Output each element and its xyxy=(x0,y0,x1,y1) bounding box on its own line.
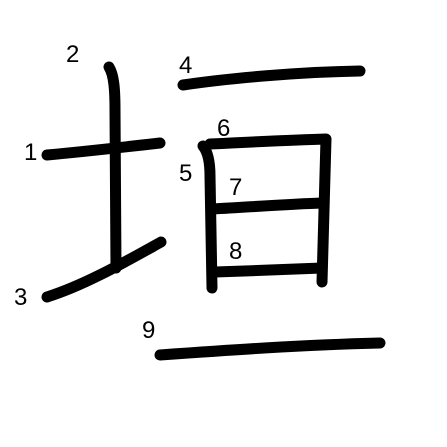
stroke-number-6: 6 xyxy=(217,115,230,142)
stroke-6 xyxy=(204,133,332,288)
stroke-9 xyxy=(154,337,386,361)
stroke-5 xyxy=(197,140,218,294)
stroke-3 xyxy=(41,236,167,303)
stroke-number-5: 5 xyxy=(179,160,192,187)
stroke-number-3: 3 xyxy=(14,284,27,311)
stroke-1 xyxy=(41,137,166,161)
stroke-7 xyxy=(207,197,328,215)
stroke-number-9: 9 xyxy=(142,317,155,344)
stroke-2 xyxy=(103,61,122,274)
stroke-number-2: 2 xyxy=(66,41,79,68)
stroke-8 xyxy=(209,262,328,278)
stroke-number-8: 8 xyxy=(229,238,242,265)
stroke-number-7: 7 xyxy=(229,174,242,201)
stroke-number-1: 1 xyxy=(24,139,37,166)
stroke-4 xyxy=(177,65,366,91)
stroke-number-4: 4 xyxy=(179,52,192,79)
